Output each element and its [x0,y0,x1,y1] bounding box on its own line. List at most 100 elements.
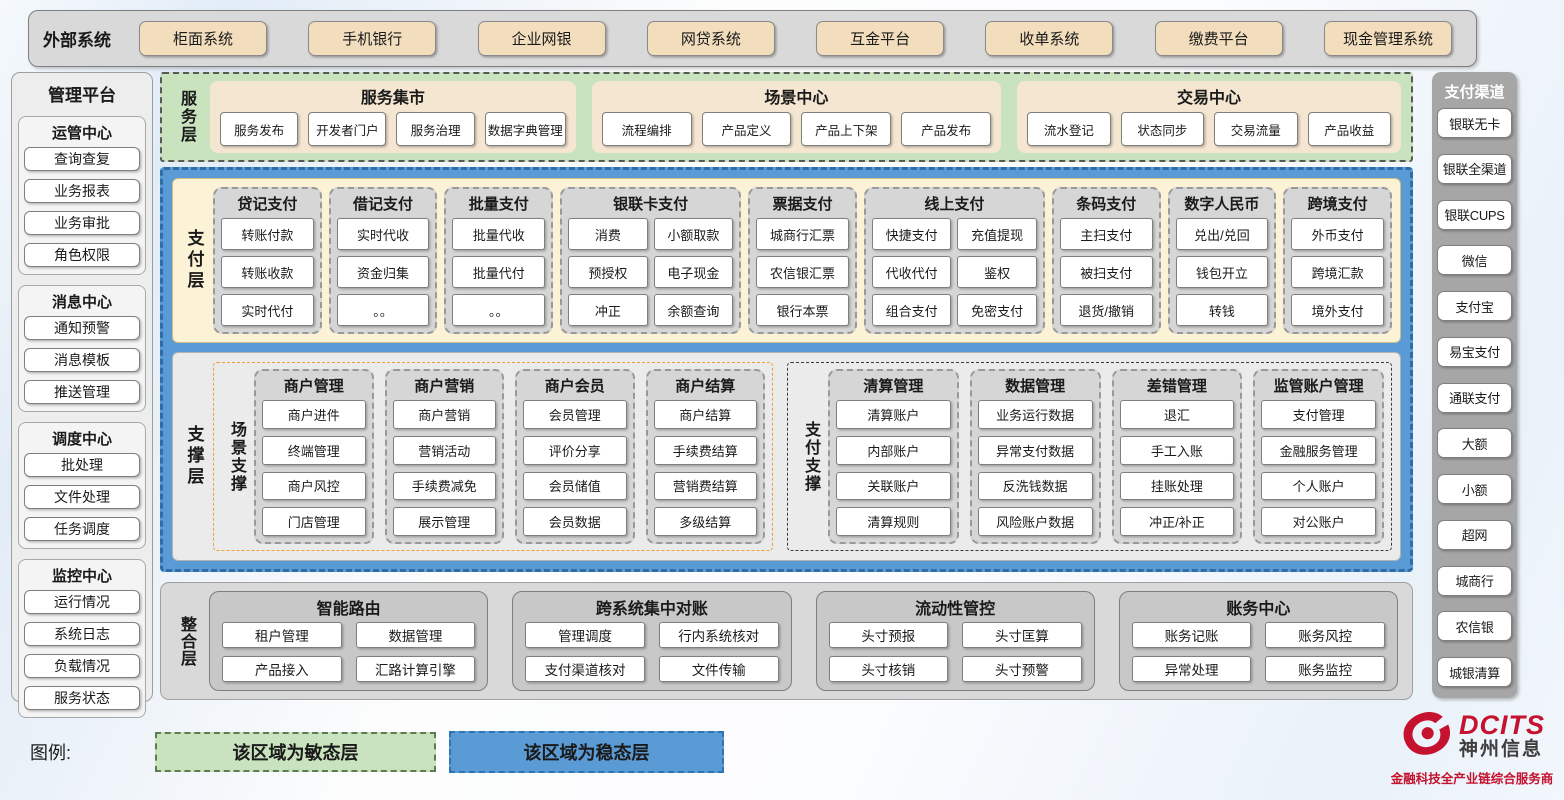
integration-item-button[interactable]: 账务风控 [1265,622,1385,648]
support-item-button[interactable]: 会员储值 [523,471,627,501]
support-item-button[interactable]: 支付管理 [1261,400,1376,429]
management-item-button[interactable]: 系统日志 [24,622,140,646]
payment-item-button[interactable]: 预授权 [568,256,648,288]
payment-channel-button[interactable]: 支付宝 [1437,291,1512,321]
payment-channel-button[interactable]: 通联支付 [1437,382,1512,413]
service-item-button[interactable]: 产品上下架 [801,112,892,146]
support-item-button[interactable]: 多级结算 [653,507,758,536]
payment-item-button[interactable]: 充值提现 [957,218,1037,250]
payment-item-button[interactable]: 城商行汇票 [756,218,849,250]
support-item-button[interactable]: 个人账户 [1261,471,1376,501]
service-item-button[interactable]: 流程编排 [601,112,692,146]
external-system-button[interactable]: 现金管理系统 [1323,21,1452,56]
payment-item-button[interactable]: 银行本票 [756,294,849,326]
payment-item-button[interactable]: 实时代收 [336,218,430,250]
support-item-button[interactable]: 冲正/补正 [1119,507,1235,536]
integration-item-button[interactable]: 异常处理 [1131,656,1252,682]
support-item-button[interactable]: 手工入账 [1119,435,1235,465]
payment-item-button[interactable]: 代收代付 [871,256,952,288]
payment-item-button[interactable]: 退货/撤销 [1059,294,1153,326]
management-item-button[interactable]: 业务审批 [24,211,140,235]
integration-item-button[interactable]: 数据管理 [355,622,476,648]
payment-item-button[interactable]: 小额取款 [653,218,734,250]
support-item-button[interactable]: 风险账户数据 [977,507,1093,536]
payment-item-button[interactable]: 余额查询 [653,294,734,326]
integration-item-button[interactable]: 头寸核销 [828,656,949,682]
payment-item-button[interactable]: 转账收款 [221,256,314,288]
payment-item-button[interactable]: 境外支付 [1291,294,1384,326]
payment-item-button[interactable]: 兑出/兑回 [1175,218,1269,250]
management-item-button[interactable]: 批处理 [24,453,140,477]
management-item-button[interactable]: 推送管理 [24,380,140,404]
support-item-button[interactable]: 门店管理 [262,507,366,536]
payment-item-button[interactable]: 被扫支付 [1059,256,1153,288]
external-system-button[interactable]: 收单系统 [985,21,1114,56]
payment-item-button[interactable]: 组合支付 [871,294,952,326]
payment-item-button[interactable]: 鉴权 [957,256,1037,288]
support-item-button[interactable]: 手续费结算 [653,435,758,465]
management-item-button[interactable]: 运行情况 [24,590,140,614]
payment-item-button[interactable]: 消费 [568,218,648,250]
support-item-button[interactable]: 手续费减免 [392,471,497,501]
management-item-button[interactable]: 负载情况 [24,654,140,678]
support-item-button[interactable]: 内部账户 [836,435,951,465]
payment-item-button[interactable]: 转钱 [1175,294,1269,326]
external-system-button[interactable]: 缴费平台 [1154,21,1283,56]
payment-item-button[interactable]: 农信银汇票 [756,256,849,288]
payment-channel-button[interactable]: 银联无卡 [1437,108,1512,138]
management-item-button[interactable]: 业务报表 [24,179,140,203]
payment-item-button[interactable]: 主扫支付 [1059,218,1153,250]
service-item-button[interactable]: 状态同步 [1120,112,1205,146]
service-item-button[interactable]: 产品收益 [1307,112,1392,146]
payment-item-button[interactable]: 实时代付 [221,294,314,326]
payment-channel-button[interactable]: 超网 [1437,519,1512,550]
integration-item-button[interactable]: 账务监控 [1265,656,1385,682]
payment-item-button[interactable]: 电子现金 [653,256,734,288]
support-item-button[interactable]: 终端管理 [262,435,366,465]
payment-channel-button[interactable]: 微信 [1437,245,1512,276]
service-item-button[interactable]: 产品发布 [901,112,992,146]
payment-channel-button[interactable]: 银联CUPS [1437,199,1512,230]
support-item-button[interactable]: 会员数据 [523,507,627,536]
support-item-button[interactable]: 关联账户 [836,471,951,501]
payment-channel-button[interactable]: 农信银 [1437,611,1512,642]
support-item-button[interactable]: 对公账户 [1261,507,1376,536]
service-item-button[interactable]: 服务发布 [220,112,299,146]
integration-item-button[interactable]: 租户管理 [222,622,342,648]
service-item-button[interactable]: 服务治理 [396,112,475,146]
support-item-button[interactable]: 异常支付数据 [977,435,1093,465]
external-system-button[interactable]: 柜面系统 [139,21,267,56]
service-item-button[interactable]: 开发者门户 [308,112,387,146]
support-item-button[interactable]: 营销活动 [392,435,497,465]
payment-item-button[interactable]: 。。 [336,294,430,326]
external-system-button[interactable]: 企业网银 [477,21,606,56]
management-item-button[interactable]: 服务状态 [24,686,140,710]
payment-item-button[interactable]: 外币支付 [1291,218,1384,250]
payment-channel-button[interactable]: 银联全渠道 [1437,153,1512,184]
payment-channel-button[interactable]: 城银清算 [1437,657,1512,687]
payment-item-button[interactable]: 免密支付 [957,294,1037,326]
support-item-button[interactable]: 商户风控 [262,471,366,501]
management-item-button[interactable]: 角色权限 [24,243,140,267]
integration-item-button[interactable]: 管理调度 [525,622,645,648]
external-system-button[interactable]: 手机银行 [308,21,437,56]
support-item-button[interactable]: 业务运行数据 [977,400,1093,429]
management-item-button[interactable]: 查询查复 [24,147,140,171]
payment-item-button[interactable]: 跨境汇款 [1291,256,1384,288]
integration-item-button[interactable]: 头寸预报 [828,622,949,648]
payment-channel-button[interactable]: 城商行 [1437,565,1512,596]
payment-item-button[interactable]: 冲正 [568,294,648,326]
payment-item-button[interactable]: 。。 [452,294,546,326]
payment-channel-button[interactable]: 大额 [1437,428,1512,459]
management-item-button[interactable]: 消息模板 [24,348,140,372]
management-item-button[interactable]: 任务调度 [24,517,140,541]
service-item-button[interactable]: 交易流量 [1214,112,1298,146]
integration-item-button[interactable]: 汇路计算引擎 [355,656,476,682]
integration-item-button[interactable]: 文件传输 [658,656,779,682]
external-system-button[interactable]: 网贷系统 [646,21,775,56]
service-item-button[interactable]: 流水登记 [1027,112,1111,146]
support-item-button[interactable]: 退汇 [1119,400,1235,429]
support-item-button[interactable]: 反洗钱数据 [977,471,1093,501]
support-item-button[interactable]: 金融服务管理 [1261,435,1376,465]
support-item-button[interactable]: 清算规则 [836,507,951,536]
